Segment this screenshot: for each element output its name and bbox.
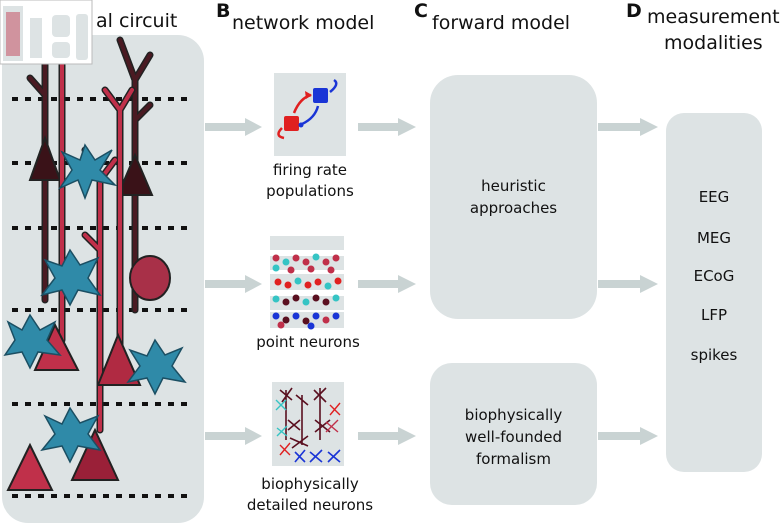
- biophysical-formalism-box: [430, 363, 597, 505]
- panel-c-letter: C: [414, 0, 428, 22]
- panel-d-title-line2: modalities: [664, 32, 763, 54]
- panel-d-title-line1: measurement: [647, 6, 780, 28]
- modality-meg: MEG: [696, 229, 732, 247]
- interneuron-1: [57, 143, 118, 201]
- pyramidal-soma-red-3: [70, 427, 120, 481]
- inhibitory-population: [313, 88, 328, 103]
- heuristic-approaches-label: heuristic approaches: [430, 175, 597, 219]
- caption-firing-rate: firing rate populations: [255, 160, 365, 202]
- pyramidal-soma-dark-left: [28, 135, 62, 181]
- panel-d-letter: D: [626, 0, 642, 22]
- arrows-a-to-b: [205, 118, 262, 445]
- caption-point-neurons-line1: point neurons: [256, 333, 360, 351]
- caption-detailed-neurons: biophysically detailed neurons: [236, 474, 384, 516]
- caption-detailed-neurons-line1: biophysically: [261, 475, 359, 493]
- panel-c-title: forward model: [432, 12, 571, 34]
- formalism-line1: biophysically: [464, 406, 563, 424]
- modalities-box: [666, 113, 762, 472]
- interneuron-2: [40, 248, 102, 307]
- panel-a-title: al circuit: [96, 10, 178, 32]
- modality-ecog: ECoG: [693, 267, 735, 285]
- caption-firing-rate-line2: populations: [266, 182, 354, 200]
- caption-point-neurons: point neurons: [243, 332, 373, 353]
- heuristic-line2: approaches: [469, 199, 558, 217]
- heuristic-approaches-box: [430, 75, 597, 319]
- firing-rate-diagram: [274, 73, 346, 156]
- formalism-line2: well-founded: [465, 428, 562, 446]
- detailed-neurons-diagram: [272, 382, 344, 466]
- caption-detailed-neurons-line2: detailed neurons: [246, 496, 374, 514]
- heuristic-line1: heuristic: [481, 177, 546, 195]
- point-neurons-diagram: [270, 236, 344, 330]
- interneuron-5: [40, 406, 102, 464]
- arrows-c-to-d: [598, 118, 658, 445]
- modality-eeg: EEG: [698, 188, 730, 206]
- interneuron-soma-right: [129, 255, 171, 301]
- excitatory-population: [284, 116, 299, 131]
- formalism-line3: formalism: [476, 450, 551, 468]
- interneurons: [3, 143, 187, 464]
- panel-b-letter: B: [216, 0, 231, 22]
- interneuron-4: [126, 338, 187, 396]
- biophysical-formalism-label: biophysically well-founded formalism: [430, 404, 597, 470]
- modality-spikes: spikes: [690, 346, 738, 364]
- pyramidal-soma-red-2: [96, 332, 142, 386]
- caption-firing-rate-line1: firing rate: [272, 161, 348, 179]
- arrows-b-to-c: [358, 118, 416, 445]
- pyramidal-soma-dark-right: [116, 152, 154, 196]
- panel-b-title: network model: [232, 12, 375, 34]
- thumbnail-overview: [0, 0, 93, 65]
- modality-lfp: LFP: [700, 306, 728, 324]
- interneuron-3: [3, 313, 62, 370]
- pyramidal-soma-red-4: [6, 442, 54, 491]
